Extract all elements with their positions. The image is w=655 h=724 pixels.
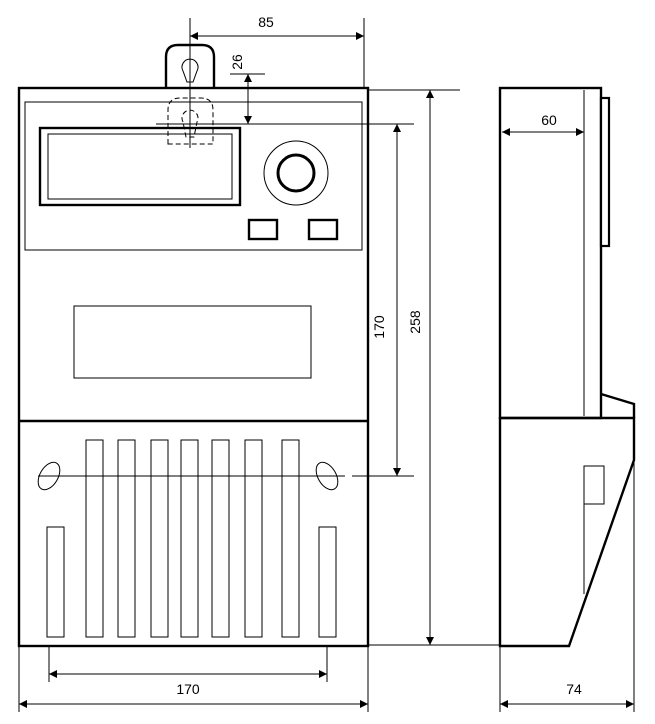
side-body xyxy=(498,86,603,420)
terminal-slots xyxy=(85,439,300,638)
side-terminal-left xyxy=(46,526,65,638)
terminal-slot xyxy=(244,439,263,638)
dimension-label-bottom-width: 170 xyxy=(176,681,200,697)
knob-icon xyxy=(276,153,316,193)
side-cover-window xyxy=(583,465,605,505)
hidden-hook-dashed xyxy=(167,97,214,145)
terminal-slot xyxy=(180,439,199,638)
terminal-slot xyxy=(117,439,136,638)
button-right xyxy=(307,218,339,241)
front-panel xyxy=(24,101,363,251)
nameplate xyxy=(73,305,312,379)
front-view xyxy=(17,43,370,648)
dimension-lines xyxy=(18,18,635,712)
side-terminal-cover xyxy=(498,416,636,648)
dimension-label-hook-offset: 26 xyxy=(229,54,245,70)
terminal-slot xyxy=(281,439,300,638)
meter-housing xyxy=(17,86,370,648)
side-lip xyxy=(600,392,636,418)
terminal-slot xyxy=(211,439,230,638)
side-terminal-right xyxy=(318,526,337,638)
terminal-slot xyxy=(85,439,104,638)
mounting-hole-right xyxy=(315,461,339,491)
dimension-label-mount-height: 170 xyxy=(371,315,387,339)
side-view xyxy=(498,86,636,648)
dimension-label-depth: 60 xyxy=(541,112,557,128)
knob-outer-ring xyxy=(263,140,329,206)
lcd-display-inner xyxy=(47,133,233,200)
dimension-label-total-height: 258 xyxy=(407,310,423,334)
lcd-display xyxy=(38,126,242,207)
mounting-hole-left xyxy=(37,461,61,491)
button-left xyxy=(247,218,279,241)
side-rail xyxy=(599,96,611,248)
dimension-label-total-depth: 74 xyxy=(566,681,582,697)
terminal-slot xyxy=(150,439,169,638)
dimension-label-top-width: 85 xyxy=(258,14,274,30)
